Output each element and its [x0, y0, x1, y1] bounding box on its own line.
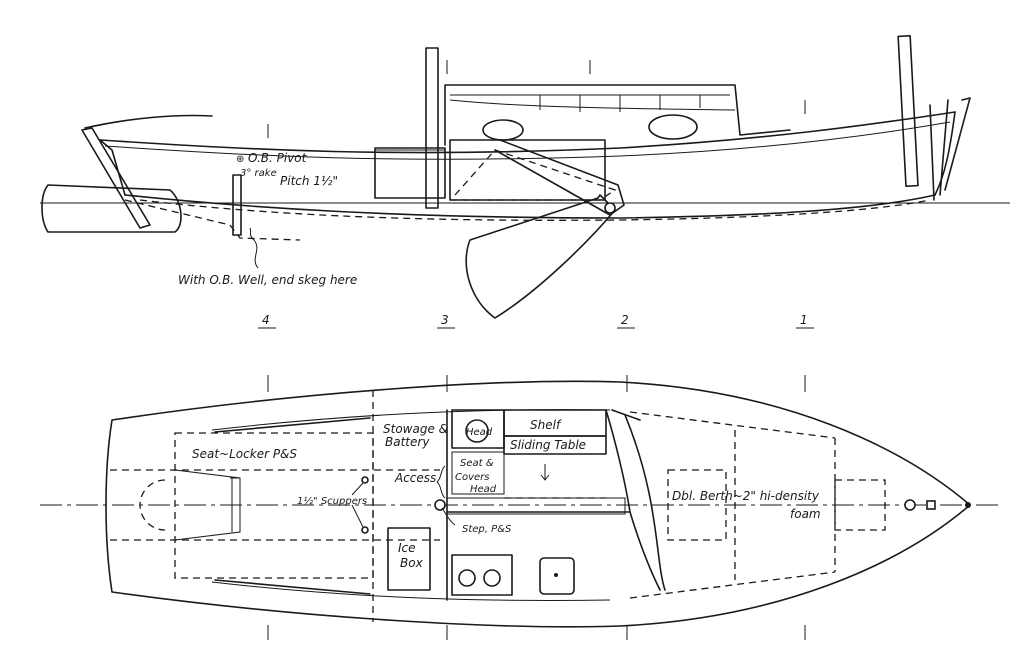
station-1-label: 1 — [800, 313, 808, 327]
seat-covers-box — [451, 451, 505, 495]
pitch-label: Pitch 1½" — [280, 174, 338, 188]
stove-burner-1 — [458, 569, 476, 587]
station-2-label: 2 — [621, 313, 629, 327]
scuppers-label: 1½" Scuppers — [297, 495, 367, 507]
toe-rail-starboard — [214, 579, 371, 595]
cabin-coaming — [449, 94, 736, 111]
keel-line — [139, 199, 931, 221]
trunk-housing — [446, 497, 626, 515]
bow-tip — [965, 502, 971, 508]
cockpit-seat-profile — [374, 147, 446, 199]
bow-stem — [934, 111, 956, 196]
head-label: Head — [466, 427, 493, 438]
forward-locker — [834, 479, 886, 531]
hull-sheer-line — [99, 111, 956, 154]
centerboard-trunk — [494, 139, 625, 216]
plan-view — [40, 380, 1000, 628]
bow-fitting-2 — [926, 500, 936, 510]
sliding-table-label: Sliding Table — [510, 438, 586, 452]
ob-pivot-label: O.B. Pivot — [248, 151, 308, 165]
v-berth-edge — [624, 414, 666, 591]
shelf-label: Shelf — [530, 418, 562, 432]
ice-box — [387, 527, 431, 591]
hull-outline-plan — [105, 380, 971, 628]
sliding-table-arrow — [540, 464, 550, 481]
berth-label-2: foam — [790, 507, 821, 521]
hull-rail-line — [104, 121, 951, 160]
cabin-port-aft — [482, 119, 524, 141]
stowage-label: Stowage & — [383, 422, 448, 436]
scupper-port — [361, 476, 369, 484]
mast-step — [434, 499, 446, 511]
cabin-frames — [539, 95, 701, 112]
centerboard-pivot — [604, 202, 616, 214]
skeg-note: With O.B. Well, end skeg here — [178, 273, 357, 287]
hatch-outline — [667, 469, 727, 541]
berth-label-1: Dbl. Berth~2" hi-density — [672, 489, 820, 503]
seat-covers-label-2: Covers — [455, 472, 490, 483]
skeg-outline — [124, 199, 301, 241]
sink-drain — [554, 573, 558, 577]
seat-covers-label-3: Head — [470, 484, 497, 495]
stove-burner-2 — [483, 569, 501, 587]
forward-mast — [897, 34, 919, 188]
outboard-well-plan — [174, 469, 241, 541]
bow-fitting-1 — [904, 499, 916, 511]
sliding-table — [503, 435, 607, 455]
seat-covers-label-1: Seat & — [460, 458, 494, 469]
seat-locker-outline — [174, 432, 374, 579]
profile-view: ⊕ — [40, 34, 1010, 319]
battery-label: Battery — [385, 435, 430, 449]
bow-pulpit — [929, 97, 971, 201]
main-mast — [425, 47, 439, 209]
sink — [539, 557, 575, 595]
station-3-label: 3 — [441, 313, 449, 327]
seat-locker-label: Seat~Locker P&S — [192, 447, 297, 461]
access-label: Access — [394, 471, 436, 485]
centerboard-lowered — [465, 194, 616, 319]
tiller — [84, 114, 213, 129]
head-symbol — [465, 419, 489, 443]
station-marks: 4 3 2 1 — [258, 60, 814, 640]
rake-label: 3° rake — [240, 168, 277, 179]
hull-bottom-line — [124, 194, 936, 219]
station-4-label: 4 — [262, 313, 270, 327]
step-label: Step, P&S — [462, 524, 512, 535]
toe-rail-port — [214, 417, 371, 433]
ob-pivot-symbol: ⊕ — [236, 154, 244, 165]
rudder-blade — [41, 184, 182, 233]
outboard-well — [232, 174, 242, 236]
rudder-head — [81, 127, 151, 229]
scupper-starboard — [361, 526, 369, 534]
stern-transom — [99, 139, 126, 196]
centerboard-raised — [450, 149, 617, 201]
scupper-leaders — [351, 482, 364, 528]
seat-brace — [436, 465, 446, 499]
forward-bulkhead — [605, 409, 661, 591]
cabin-port-fwd — [648, 114, 698, 140]
skeg-note-leader — [249, 227, 259, 269]
step-leader — [441, 507, 456, 526]
ice-box-label-2: Box — [400, 556, 424, 570]
cabin-trunk — [444, 84, 791, 146]
galley-counter — [451, 554, 513, 596]
rudder-circle — [139, 479, 166, 531]
ice-box-label-1: Ice — [398, 541, 416, 555]
